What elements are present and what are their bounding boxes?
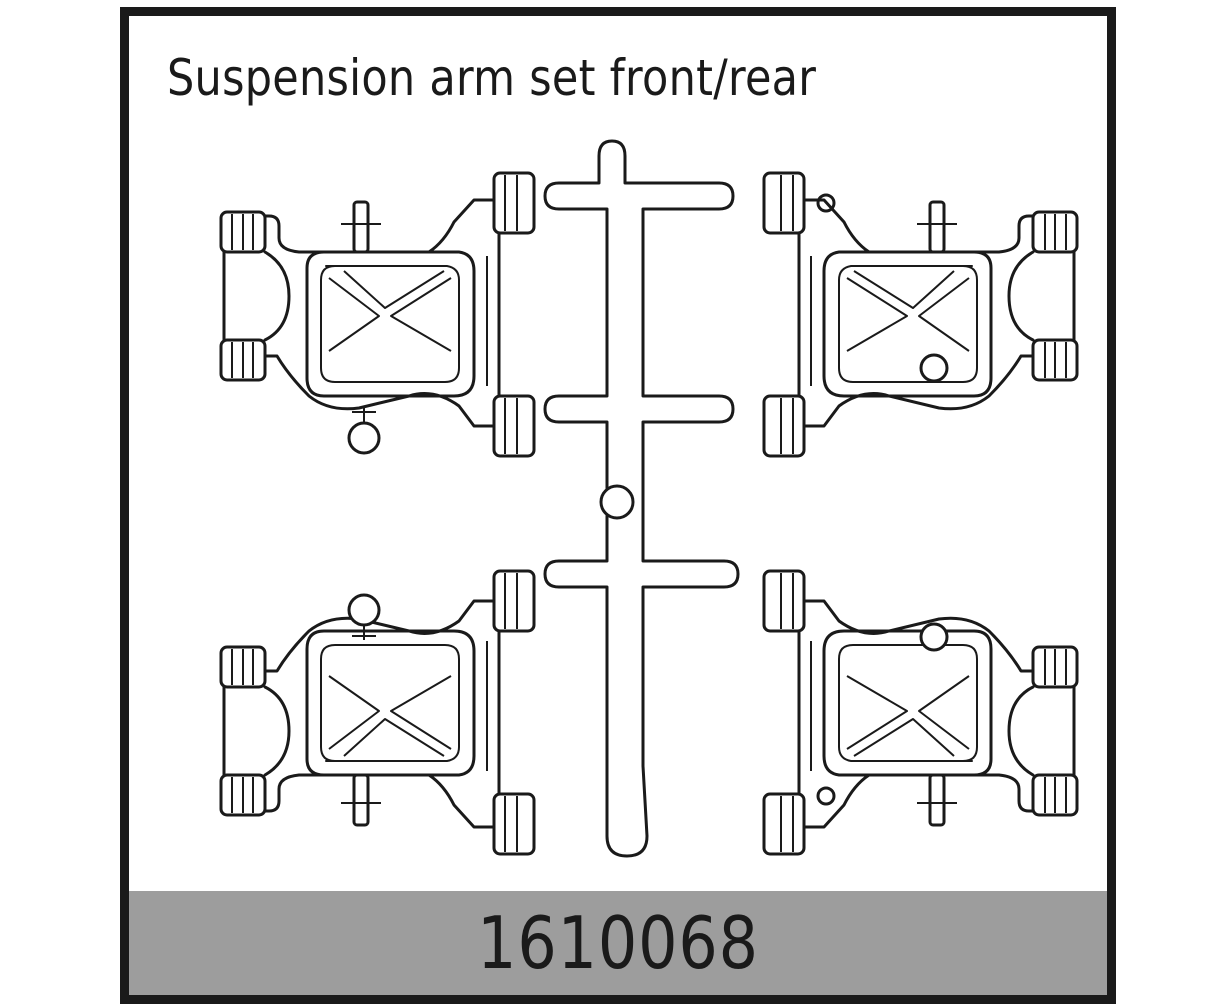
sprue-tree <box>543 139 740 858</box>
suspension-arm-top-right <box>762 171 1079 458</box>
parts-drawing <box>219 139 1079 858</box>
suspension-arm-bottom-right <box>762 569 1079 856</box>
part-number-band: 1610068 <box>129 891 1107 995</box>
suspension-arm-bottom-left <box>219 569 536 856</box>
product-title: Suspension arm set front/rear <box>167 49 817 107</box>
suspension-arm-top-left <box>219 171 536 458</box>
product-frame: Suspension arm set front/rear <box>120 7 1116 1004</box>
part-number: 1610068 <box>477 901 759 985</box>
